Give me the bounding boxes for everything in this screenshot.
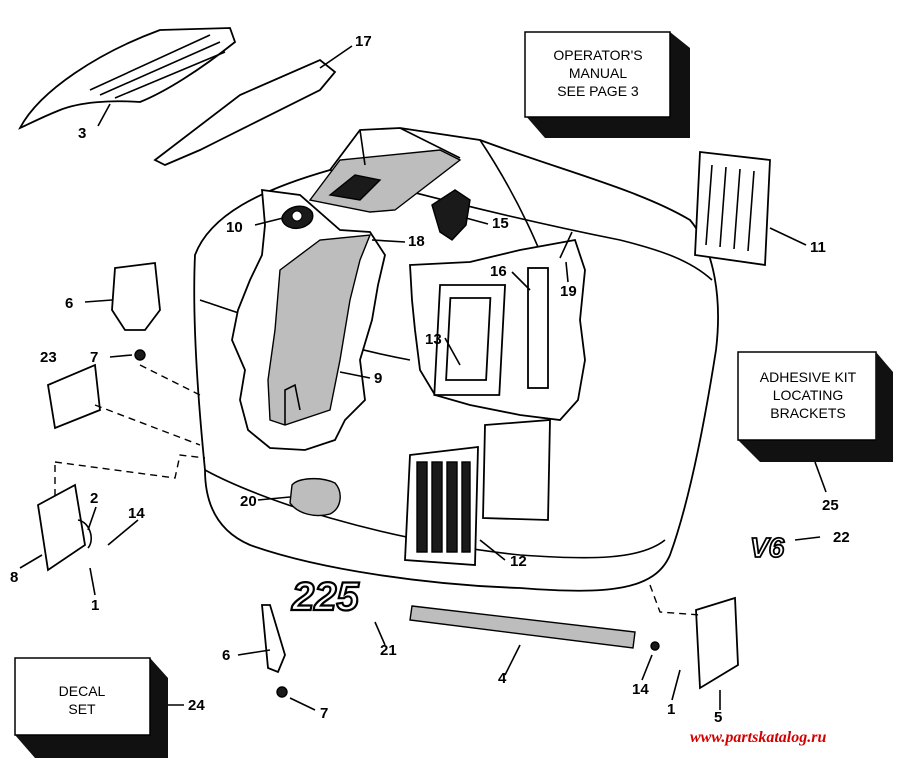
bracket-upper [111, 261, 161, 331]
callout-7-upper: 7 [90, 349, 98, 366]
callout-13: 13 [425, 331, 442, 348]
callout-17: 17 [355, 33, 372, 50]
cover-part [153, 58, 337, 166]
decal-set-box: DECAL SET [14, 657, 168, 758]
adhesive-kit-line-2: LOCATING [773, 387, 844, 403]
callout-5: 5 [714, 709, 722, 726]
callout-4: 4 [498, 670, 507, 687]
callout-11: 11 [810, 239, 826, 256]
callout-15: 15 [492, 215, 509, 232]
latch-right [695, 596, 739, 690]
v6-decal-logo: V6 [750, 532, 785, 563]
bracket-lower [261, 604, 286, 674]
adhesive-kit-line-3: BRACKETS [770, 405, 845, 421]
callout-19: 19 [560, 283, 577, 300]
hp-decal-logo: 225 [291, 575, 359, 619]
callout-25: 25 [822, 497, 839, 514]
operators-manual-line-3: SEE PAGE 3 [557, 83, 639, 99]
callout-16: 16 [490, 263, 507, 280]
operators-manual-line-2: MANUAL [569, 65, 628, 81]
callout-6-lower: 6 [222, 647, 230, 664]
callout-14-right: 14 [632, 681, 649, 698]
cowl-cutaway-left [231, 188, 386, 451]
cowl-cutaway-right [409, 231, 586, 421]
callout-12: 12 [510, 553, 527, 570]
operators-manual-box: OPERATOR'S MANUAL SEE PAGE 3 [524, 31, 690, 138]
watermark-url: www.partskatalog.ru [690, 729, 826, 746]
side-grille-panel [694, 150, 771, 267]
callout-21: 21 [380, 642, 397, 659]
callout-20: 20 [240, 493, 257, 510]
adhesive-kit-line-1: ADHESIVE KIT [760, 369, 857, 385]
callout-labels: 3 17 10 18 15 11 16 19 6 23 7 13 9 25 2 … [10, 33, 850, 726]
callout-1-right: 1 [667, 701, 675, 718]
adhesive-kit-box: ADHESIVE KIT LOCATING BRACKETS [737, 351, 893, 462]
screw-right [650, 641, 660, 651]
callout-23: 23 [40, 349, 57, 366]
leader-lines [19, 45, 827, 711]
sponge-part [289, 478, 341, 517]
clip-upper [134, 349, 146, 361]
callout-7-lower: 7 [320, 705, 328, 722]
plate-part [46, 363, 101, 430]
callout-14-left: 14 [128, 505, 145, 522]
callout-10: 10 [226, 219, 243, 236]
rubber-strip [409, 605, 636, 649]
latch-left [37, 483, 86, 572]
callout-8: 8 [10, 569, 18, 586]
callout-24: 24 [188, 697, 205, 714]
callout-2: 2 [90, 490, 98, 507]
decal-set-line-2: SET [68, 701, 96, 717]
callout-9: 9 [374, 370, 382, 387]
clip-lower [276, 686, 288, 698]
decal-set-line-1: DECAL [59, 683, 106, 699]
bracket-part [431, 189, 471, 241]
top-grille-part [18, 27, 237, 130]
callout-3: 3 [78, 125, 86, 142]
callout-1-left: 1 [91, 597, 99, 614]
callout-18: 18 [408, 233, 425, 250]
cowl-vent-grille [404, 419, 551, 566]
operators-manual-line-1: OPERATOR'S [553, 47, 642, 63]
callout-6-upper: 6 [65, 295, 73, 312]
callout-22: 22 [833, 529, 850, 546]
